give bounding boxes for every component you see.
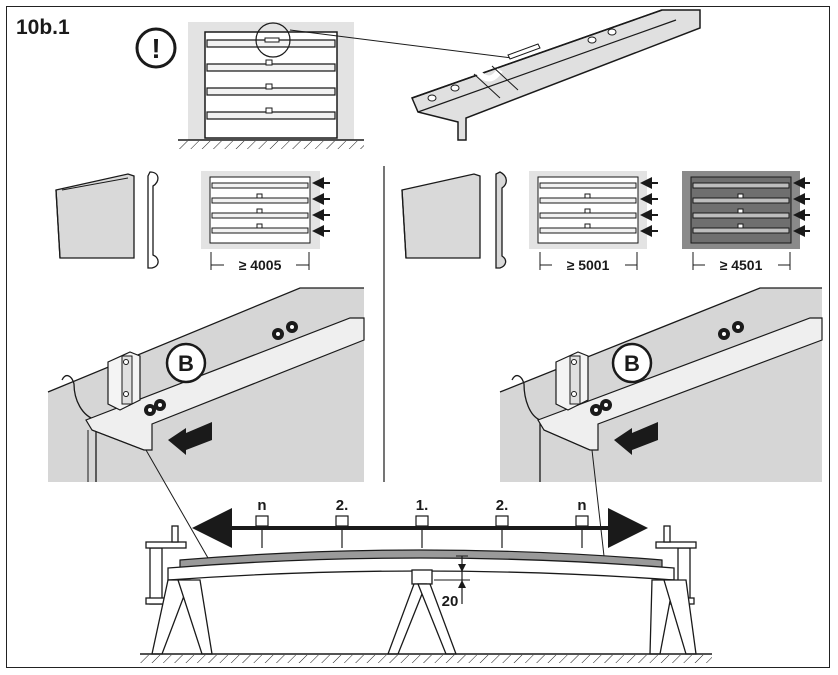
callout-b-right: B — [624, 351, 640, 376]
push-arrow-icons-right — [793, 177, 810, 237]
floor — [140, 653, 712, 663]
door-section-on-bench — [167, 549, 675, 581]
hinge-rail-detail — [410, 9, 701, 141]
clamp-left — [145, 525, 187, 605]
door-elevation-left — [201, 171, 320, 249]
screw-order-labels: n 2. 1. 2. n — [257, 497, 586, 514]
door-panel-mid — [401, 173, 481, 259]
screw-icon — [255, 515, 269, 548]
warning-symbol: ! — [151, 33, 160, 64]
closeup-leader-right — [591, 449, 605, 557]
push-arrow-icon — [614, 422, 658, 455]
hinge-closeup-right: B — [499, 287, 823, 482]
dimension-mid-label: ≥ 5001 — [567, 257, 610, 273]
screw-icon — [415, 515, 429, 548]
deflection-label: 20 — [442, 593, 459, 610]
door-elevation-top — [178, 22, 364, 149]
figure-frame — [6, 6, 830, 668]
panel-profile-left — [147, 171, 159, 269]
screw-label: 2. — [496, 497, 509, 514]
dimension-left-label: ≥ 4005 — [239, 257, 282, 273]
door-elevation-mid — [529, 171, 647, 249]
screw-icons — [255, 515, 589, 548]
figure-label: 10b.1 — [16, 16, 70, 39]
callout-b-left: B — [178, 351, 194, 376]
dimension-right: ≥ 4501 — [692, 252, 791, 273]
warning-icon: ! — [135, 27, 177, 69]
push-arrow-icons-left — [312, 177, 330, 237]
screw-label: n — [257, 497, 266, 514]
dimension-right-label: ≥ 4501 — [720, 257, 763, 273]
deflection-dimension: 20 — [434, 555, 470, 610]
push-arrow-icon — [168, 422, 212, 455]
dimension-mid: ≥ 5001 — [539, 252, 638, 273]
door-panel-left — [55, 173, 135, 259]
push-arrow-icons-mid — [640, 177, 658, 237]
screw-icon — [495, 515, 509, 548]
trestle-center — [387, 569, 457, 655]
screw-icon — [335, 515, 349, 548]
hinge-closeup-left: B — [47, 287, 365, 482]
detail-leader-line — [289, 29, 513, 59]
screw-label: n — [577, 497, 586, 514]
screw-icon — [575, 515, 589, 548]
door-elevation-right — [682, 171, 800, 249]
dimension-left: ≥ 4005 — [210, 252, 310, 273]
panel-profile-mid — [495, 171, 507, 269]
screw-label: 2. — [336, 497, 349, 514]
screw-label: 1. — [416, 497, 429, 514]
